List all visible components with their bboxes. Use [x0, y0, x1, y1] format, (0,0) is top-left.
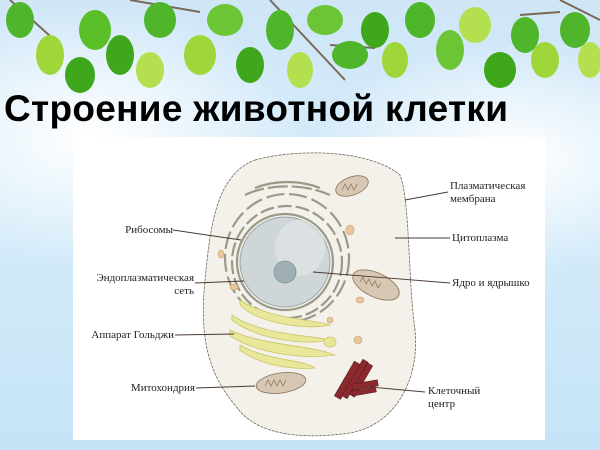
label-membrane: Плазматическая мембрана: [450, 180, 525, 206]
label-centrosome-line2: центр: [428, 398, 456, 410]
label-centrosome: Клеточный центр: [428, 385, 480, 411]
page-title: Строение животной клетки: [4, 88, 509, 129]
mitochondria: [255, 175, 400, 394]
animal-cell-diagram: [172, 152, 451, 437]
diagram-panel: [73, 137, 545, 440]
label-centrosome-line1: Клеточный: [428, 385, 481, 397]
label-nucleus: Ядро и ядрышко: [452, 277, 530, 289]
label-er-line2: сеть: [174, 285, 194, 297]
nucleolus: [273, 260, 297, 284]
leaves-decoration: [6, 0, 600, 93]
label-golgi: Аппарат Гольджи: [91, 329, 174, 341]
label-cytoplasm: Цитоплазма: [452, 232, 509, 244]
label-mitochondria: Митохондрия: [130, 382, 195, 394]
label-membrane-line2: мембрана: [450, 193, 496, 205]
label-membrane-line1: Плазматическая: [450, 180, 526, 192]
label-ribosomes: Рибосомы: [125, 224, 173, 236]
centrosome: [333, 358, 379, 400]
label-er: Эндоплазматическая сеть: [84, 272, 194, 298]
label-er-line1: Эндоплазматическая: [96, 272, 194, 284]
